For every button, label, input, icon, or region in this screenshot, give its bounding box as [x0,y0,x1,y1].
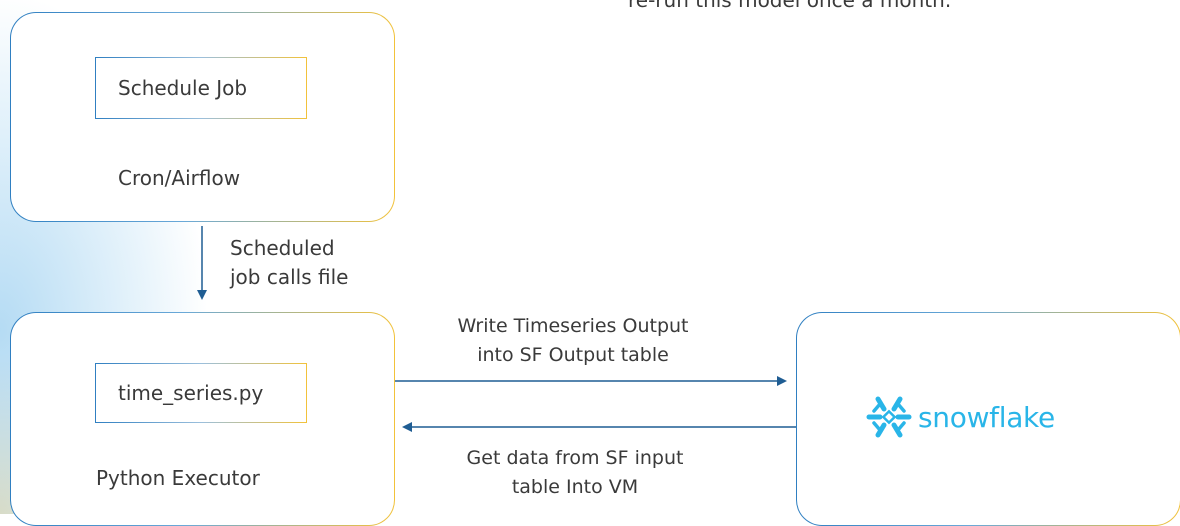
write-arrow-label: Write Timeseries Output into SF Output t… [438,312,708,370]
schedule-job-label: Schedule Job [118,76,248,100]
executor-caption: Python Executor [96,466,260,490]
read-arrow-line2: table Into VM [511,476,639,498]
read-arrow-line1: Get data from SF input [466,447,684,469]
python-executor-panel: time_series.py Python Executor [10,312,395,526]
snowflake-logo-text: snowflake [918,400,1055,434]
time-series-file-label: time_series.py [118,381,264,405]
write-arrow-line1: Write Timeseries Output [457,315,689,337]
scheduler-panel: Schedule Job Cron/Airflow [10,12,395,222]
time-series-file-box: time_series.py [95,363,307,423]
read-arrow-label: Get data from SF input table Into VM [445,444,705,502]
snowflake-icon [866,396,912,438]
top-note: re-run this model once a month. [628,0,952,12]
schedule-job-box: Schedule Job [95,57,307,119]
snowflake-panel [796,312,1180,526]
scheduled-arrow-label: Scheduled job calls file [230,234,348,292]
scheduled-arrow-line1: Scheduled [230,236,335,260]
scheduled-arrow-line2: job calls file [230,265,349,289]
scheduler-caption: Cron/Airflow [118,166,241,190]
write-arrow-line2: into SF Output table [477,344,669,366]
snowflake-logo: snowflake [866,396,1055,438]
